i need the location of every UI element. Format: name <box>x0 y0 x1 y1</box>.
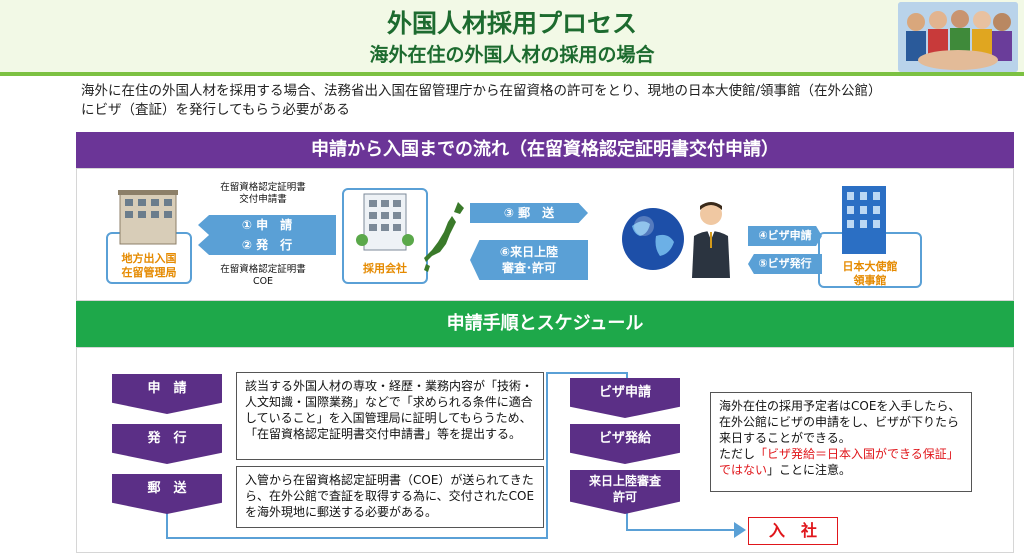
japan-map-icon <box>420 200 468 282</box>
doc-label-coe: 在留資格認定証明書 COE <box>213 264 313 288</box>
page-title: 外国人材採用プロセス <box>386 9 637 38</box>
bureau-label: 地方出入国 在留管理局 <box>106 252 192 280</box>
desc-apply: 該当する外国人材の専攻・経歴・業務内容が「技術・人文知識・国際業務」などで「求め… <box>236 372 544 460</box>
flow-section-heading: 申請から入国までの流れ（在留資格認定証明書交付申請） <box>76 132 1014 168</box>
desc-mail: 入管から在留資格認定証明書（COE）が送られてきたら、在外公館で査証を取得する為… <box>236 466 544 528</box>
header-divider <box>0 72 1024 76</box>
bureau-label-line-1: 地方出入国 <box>121 252 177 265</box>
doc-label-application: 在留資格認定証明書 交付申請書 <box>213 182 313 206</box>
intro-text: 海外に在住の外国人材を採用する場合、法務省出入国在留管理庁から在留資格の許可をと… <box>81 82 1001 120</box>
page-subtitle: 海外在住の外国人材の採用の場合 <box>369 44 655 66</box>
connector-arrowhead <box>734 522 746 538</box>
person-icon <box>686 200 736 282</box>
embassy-label-line-2: 領事館 <box>853 274 887 287</box>
arrow-apply: ① 申 請 <box>198 215 336 235</box>
header-bar <box>0 0 1024 76</box>
bureau-building-icon <box>116 188 180 250</box>
connector-bottom <box>166 537 548 539</box>
company-building-icon <box>356 190 414 256</box>
doc-label-application-line-1: 在留資格認定証明書 <box>220 182 306 193</box>
desc-visa-note-prefix: ただし <box>719 447 756 461</box>
connector-top <box>546 372 626 374</box>
arrow-visa-apply: ④ビザ申請 <box>748 226 822 246</box>
connector-right-drop <box>626 372 628 378</box>
arrow-landing-line-2: 審査･許可 <box>501 261 556 275</box>
arrow-visa-issue: ⑤ビザ発行 <box>748 254 822 274</box>
connector-left-vertical <box>166 512 168 538</box>
schedule-section-heading: 申請手順とスケジュール <box>76 301 1014 347</box>
doc-label-coe-line-2: COE <box>252 276 274 287</box>
arrow-send: ③ 郵 送 <box>470 203 588 223</box>
embassy-building-icon <box>836 184 892 260</box>
intro-line-1: 海外に在住の外国人材を採用する場合、法務省出入国在留管理庁から在留資格の許可をと… <box>81 83 882 99</box>
globe-icon <box>620 206 686 276</box>
desc-visa-note-suffix: 」ことに注意。 <box>767 463 852 477</box>
company-box <box>342 188 428 284</box>
connector-right-down <box>626 512 628 530</box>
intro-line-2: にビザ（査証）を発行してもらう必要がある <box>81 102 350 118</box>
bureau-label-line-2: 在留管理局 <box>121 266 177 279</box>
desc-visa-main: 海外在住の採用予定者はCOEを入手したら、在外公館にビザの申請をし、ビザが下りた… <box>719 399 961 445</box>
embassy-label: 日本大使館 領事館 <box>818 260 922 288</box>
connector-to-nyusha <box>626 529 738 531</box>
embassy-label-line-1: 日本大使館 <box>842 260 898 273</box>
doc-label-coe-line-1: 在留資格認定証明書 <box>220 264 306 275</box>
company-label: 採用会社 <box>363 262 407 275</box>
desc-visa: 海外在住の採用予定者はCOEを入手したら、在外公館にビザの申請をし、ビザが下りた… <box>710 392 972 492</box>
team-photo-image <box>898 2 1018 72</box>
hire-box: 入 社 <box>748 517 838 545</box>
doc-label-application-line-2: 交付申請書 <box>239 194 287 205</box>
arrow-landing-line-1: ⑥来日上陸 <box>499 245 559 259</box>
arrow-issue: ② 発 行 <box>198 235 336 255</box>
connector-middle-vertical <box>546 372 548 538</box>
arrow-landing: ⑥来日上陸 審査･許可 <box>470 240 588 280</box>
desc-visa-warning: 「ビザ発給＝日本入国ができる保証」ではない <box>719 447 959 477</box>
